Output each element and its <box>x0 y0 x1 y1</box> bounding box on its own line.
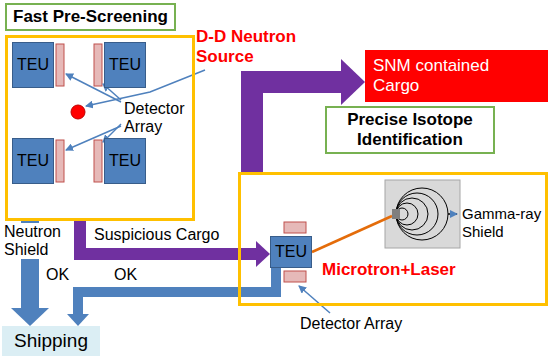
flow-arrow <box>67 268 276 326</box>
leader-line <box>299 286 330 313</box>
source-label: Microtron+Laser <box>322 260 456 280</box>
shipping-text: Shipping <box>14 330 88 352</box>
teu-box: TEU <box>104 42 146 88</box>
edge-label: OK <box>112 266 139 284</box>
stage-title: Precise Isotope Identification <box>325 106 495 154</box>
microtron-orbit <box>396 193 438 235</box>
teu-box: TEU <box>12 42 54 88</box>
laser-beam <box>312 216 392 252</box>
arrow-head <box>67 314 89 326</box>
result-box: SNM contained Cargo <box>365 50 548 102</box>
edge-label: Suspicious Cargo <box>92 226 221 244</box>
teu-label: TEU <box>109 152 141 170</box>
teu-label: TEU <box>17 56 49 74</box>
shield-callout: Neutron Shield <box>3 223 71 259</box>
edge-label: OK <box>44 266 71 284</box>
microtron-orbit <box>396 188 448 240</box>
teu-label: TEU <box>275 243 307 261</box>
arrow-head <box>341 59 365 105</box>
stage-title: Fast Pre-Screening <box>5 3 176 31</box>
detector-label: Detector Array <box>124 100 190 136</box>
result-text: SNM contained Cargo <box>373 56 508 96</box>
detector-strip <box>284 222 306 233</box>
teu-box: TEU <box>270 236 312 268</box>
microtron-orbit <box>396 198 428 230</box>
screening-area: Detector ArrayTEUTEUTEUTEU <box>5 35 195 221</box>
detector-callout: Detector Array <box>300 315 402 333</box>
arrow-shaft <box>78 268 276 315</box>
gamma-shield <box>385 180 460 248</box>
neutron-source <box>71 105 85 119</box>
arrow-head <box>256 241 270 267</box>
detector-strip <box>56 140 64 182</box>
arrow-shaft <box>80 221 257 254</box>
teu-label: TEU <box>109 56 141 74</box>
teu-label: TEU <box>17 152 49 170</box>
detector-strip <box>284 271 306 282</box>
flow-arrow <box>80 221 270 267</box>
detector-strip <box>94 140 102 182</box>
source-callout: D-D Neutron Source <box>196 27 300 67</box>
accelerator-cavity <box>392 209 400 219</box>
shipping-box: Shipping <box>2 326 100 356</box>
detector-strip <box>94 44 102 86</box>
arrow-head <box>11 308 49 326</box>
stage-title-text: Precise Isotope Identification <box>335 110 485 150</box>
teu-box: TEU <box>104 138 146 184</box>
stage-title-text: Fast Pre-Screening <box>13 7 168 27</box>
shield-callout: Gamma-ray Shield <box>462 205 546 241</box>
beam-exit <box>448 213 457 215</box>
detector-strip <box>56 44 64 86</box>
teu-box: TEU <box>12 138 54 184</box>
